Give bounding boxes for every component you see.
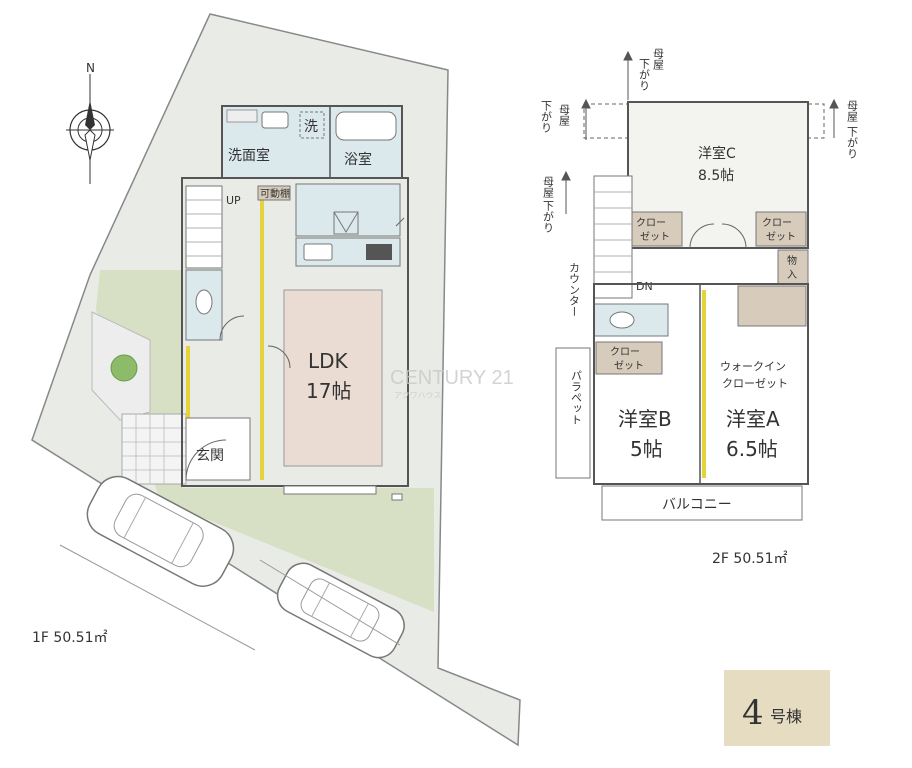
ldk-floor — [283, 289, 383, 467]
room-c-size: 8.5帖 — [698, 168, 734, 184]
kitchen-area — [295, 183, 401, 237]
toilet-icon — [195, 289, 213, 315]
closet-right-label-1: クロー — [762, 217, 792, 229]
movable-shelf — [257, 185, 291, 201]
range-hood-icon — [333, 211, 359, 235]
storage-label-1: 物 — [787, 254, 797, 267]
annot-left-b-1: 母屋 — [542, 176, 555, 199]
closet-right — [755, 211, 807, 247]
dn-label: DN — [636, 280, 653, 293]
closet-left — [629, 211, 683, 247]
house-1f: 洗 洗面室 浴室 LDK 17帖 可動棚 — [181, 105, 409, 501]
walkin-label-2: クローゼット — [722, 377, 788, 390]
balcony — [601, 485, 803, 521]
annot-top-2: 下がり — [638, 58, 651, 91]
entrance-label: 玄関 — [196, 447, 224, 464]
bath-label: 浴室 — [344, 151, 372, 168]
washer-label: 洗 — [304, 119, 318, 135]
site-1f: N 洗 洗面室 浴室 LDK 17帖 — [31, 13, 521, 747]
lawn-area — [96, 270, 434, 612]
car-small-icon — [276, 562, 405, 659]
kitchen-sink-icon — [303, 243, 333, 261]
car-large-icon — [86, 475, 235, 587]
porch-tiles — [121, 413, 187, 485]
roof-arrows — [561, 50, 839, 214]
washer-box — [299, 111, 325, 139]
walkin-closet — [737, 285, 807, 327]
annot-left-2: 下がり — [540, 100, 553, 133]
floor1-caption: 1F 50.51㎡ — [32, 630, 108, 646]
house-2f: 洋室C 8.5帖 クロー ゼット クロー ゼット 物 入 DN クロー ゼット — [540, 48, 859, 567]
closet-left-label-2: ゼット — [640, 231, 670, 243]
north-label: N — [86, 61, 95, 75]
closet-mid-label-2: ゼット — [614, 360, 644, 372]
closet-mid-label-1: クロー — [610, 346, 640, 358]
building-number: 4 — [742, 693, 764, 733]
closet-right-label-2: ゼット — [766, 231, 796, 243]
balcony-label: バルコニー — [662, 497, 732, 513]
stove-icon — [366, 244, 392, 260]
counter-label: カウンター — [568, 262, 581, 317]
floor2-caption: 2F 50.51㎡ — [712, 551, 788, 567]
sink-icon — [261, 111, 289, 129]
closet-mid — [595, 341, 663, 375]
washroom-label: 洗面室 — [228, 147, 270, 164]
room-b-size: 5帖 — [630, 437, 663, 461]
ldk-name: LDK — [308, 349, 349, 373]
watermark-sub: アクワハウス — [394, 391, 442, 400]
closet-left-label-1: クロー — [636, 217, 666, 229]
stairs-2f — [593, 175, 633, 299]
room-a-name: 洋室A — [726, 407, 780, 431]
annot-top-1: 母屋 — [652, 48, 665, 71]
annot-left-1: 母屋 — [558, 104, 571, 127]
annot-right-2: 下がり — [846, 126, 859, 159]
watermark-brand: CENTURY 21 — [390, 367, 514, 389]
compass-icon — [66, 74, 114, 184]
parapet — [555, 347, 591, 479]
ldk-size: 17帖 — [306, 379, 351, 403]
storage-label-2: 入 — [787, 270, 797, 281]
entrance-area — [185, 417, 251, 481]
walkin-label-1: ウォークイン — [720, 360, 786, 373]
room-b-name: 洋室B — [618, 407, 672, 431]
building-suffix: 号棟 — [770, 707, 802, 726]
tree-icon — [110, 354, 138, 382]
annot-left-b-2: 下がり — [542, 200, 555, 233]
movable-shelf-label: 可動棚 — [260, 187, 290, 200]
room-a-size: 6.5帖 — [726, 437, 778, 461]
annot-right-1: 母屋 — [846, 100, 859, 123]
up-label: UP — [226, 194, 241, 207]
bathtub-icon — [335, 111, 397, 141]
parapet-label: パラペット — [570, 370, 583, 425]
room-c-name: 洋室C — [698, 145, 736, 162]
toilet-2f-icon — [609, 311, 635, 329]
building-badge — [724, 670, 830, 746]
